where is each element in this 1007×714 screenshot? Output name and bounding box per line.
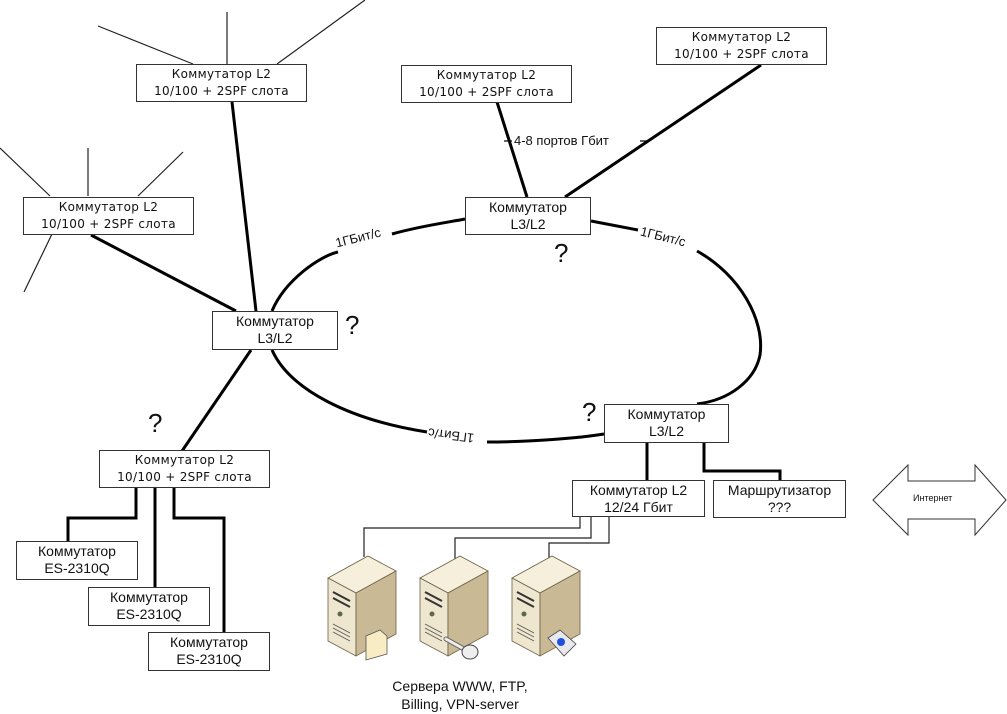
switch-l2-top-center[interactable]: Коммутатор L2 10/100 + 2SPF слота (136, 64, 307, 102)
ring-segment-bottom (486, 432, 605, 444)
node-subtitle: ES-2310Q (176, 651, 242, 667)
question-mark: ? (582, 397, 597, 427)
question-mark: ? (554, 238, 569, 268)
internet-arrow-icon (872, 463, 1007, 537)
server-group (327, 555, 581, 661)
switch-es-2310q-2[interactable]: Коммутатор ES-2310Q (88, 587, 210, 626)
switch-l2-gbit[interactable]: Коммутатор L2 12/24 Гбит (572, 480, 705, 517)
uplink-line (137, 151, 184, 197)
ring-segment-bottom (270, 349, 428, 434)
uplink-line (276, 0, 366, 65)
node-title: Коммутатор L2 (691, 30, 792, 44)
node-title: Коммутатор (236, 313, 314, 329)
switch-l2-left[interactable]: Коммутатор L2 10/100 + 2SPF слота (23, 197, 194, 235)
node-subtitle: 10/100 + 2SPF слота (419, 85, 554, 99)
certificate-icon (547, 629, 577, 657)
server-link (548, 515, 610, 560)
ports-label: 4-8 портов Гбит (514, 133, 609, 148)
node-title: Маршрутизатор (727, 482, 832, 498)
switch-l3-top[interactable]: Коммутатор L3/L2 (465, 197, 591, 235)
node-subtitle: L3/L2 (510, 216, 546, 232)
trunk-line (180, 349, 253, 452)
node-subtitle: L3/L2 (257, 330, 293, 346)
node-subtitle: ES-2310Q (44, 560, 110, 576)
uplink-line (0, 147, 51, 197)
node-title: Коммутатор (627, 406, 706, 422)
node-title: Коммутатор (38, 543, 116, 559)
switch-l2-top-right[interactable]: Коммутатор L2 10/100 + 2SPF слота (656, 27, 827, 65)
caption-line-1: Сервера WWW, FTP, (392, 678, 528, 694)
trunk-line (66, 487, 138, 541)
node-title: Коммутатор (489, 199, 567, 215)
node-subtitle: 10/100 + 2SPF слота (117, 470, 252, 484)
node-subtitle: 10/100 + 2SPF слота (674, 47, 809, 61)
question-mark: ? (345, 310, 360, 340)
server-icon (327, 555, 397, 661)
node-subtitle: 10/100 + 2SPF слота (154, 84, 289, 98)
node-title: Коммутатор L2 (436, 68, 537, 82)
node-subtitle: ??? (767, 499, 792, 515)
ring-segment-right (696, 249, 763, 406)
switch-l2-bottom-left[interactable]: Коммутатор L2 10/100 + 2SPF слота (99, 450, 270, 488)
node-subtitle: 10/100 + 2SPF слота (41, 217, 176, 231)
ring-segment-right (590, 219, 639, 232)
switch-es-2310q-3[interactable]: Коммутатор ES-2310Q (148, 632, 270, 671)
trunk-line (702, 443, 782, 480)
server-link (454, 515, 592, 560)
router[interactable]: Маршрутизатор ??? (713, 480, 846, 518)
ring-segment-left (391, 217, 466, 236)
uplink-line (23, 233, 53, 293)
trunk-line (230, 101, 258, 312)
node-title: Коммутатор L2 (58, 200, 159, 214)
trunk-line (564, 63, 762, 199)
switch-l2-top-mid[interactable]: Коммутатор L2 10/100 + 2SPF слота (401, 65, 572, 103)
switch-l3-right[interactable]: Коммутатор L3/L2 (604, 404, 729, 443)
server-icon (419, 555, 489, 660)
node-title: Коммутатор (170, 634, 248, 650)
servers-caption: Сервера WWW, FTP, Billing, VPN-server (360, 677, 560, 713)
ring-segment-left (270, 250, 339, 312)
node-subtitle: L3/L2 (648, 423, 685, 439)
trunk-line (495, 101, 529, 198)
trunk-line (90, 233, 237, 313)
node-title: Коммутатор L2 (589, 482, 688, 498)
switch-es-2310q-1[interactable]: Коммутатор ES-2310Q (16, 541, 138, 580)
node-title: Коммутатор L2 (171, 67, 272, 81)
question-mark: ? (148, 408, 163, 438)
node-subtitle: 12/24 Гбит (604, 499, 673, 515)
node-title: Коммутатор (110, 589, 188, 605)
trunk-line (172, 487, 226, 632)
server-icon (511, 555, 581, 657)
internet-label: Интернет (913, 493, 953, 503)
switch-l3-left[interactable]: Коммутатор L3/L2 (212, 311, 338, 350)
node-title: Коммутатор L2 (134, 453, 235, 467)
caption-line-2: Billing, VPN-server (401, 696, 519, 712)
uplink-line (97, 25, 194, 65)
server-link (363, 515, 581, 557)
node-subtitle: ES-2310Q (116, 606, 182, 622)
folder-icon (365, 629, 388, 661)
key-icon (443, 636, 479, 660)
